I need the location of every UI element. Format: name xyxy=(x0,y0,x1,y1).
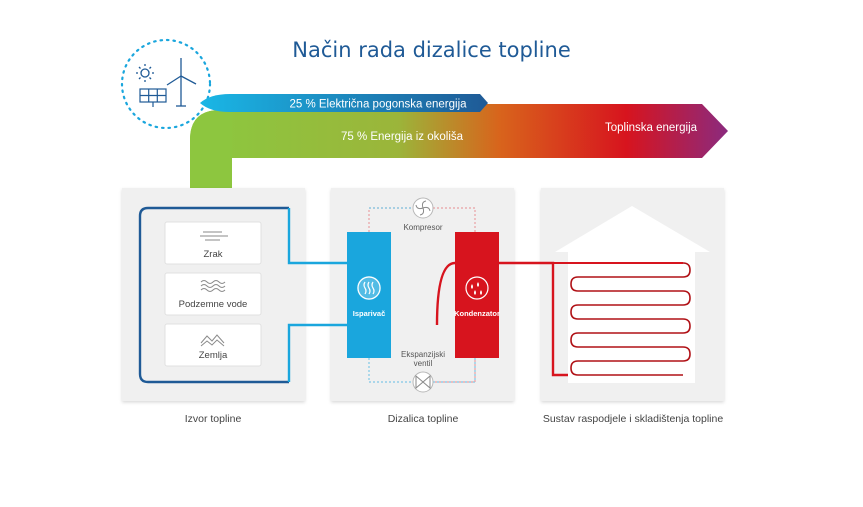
wind-turbine-icon xyxy=(166,58,197,107)
valve-label-line2: ventil xyxy=(414,359,433,368)
distribution-panel-caption: Sustav raspodjele i skladištenja topline xyxy=(543,413,724,425)
electric-energy-arrow xyxy=(200,94,488,112)
source-card-groundwater: Podzemne vode xyxy=(164,272,262,316)
page-title: Način rada dizalice topline xyxy=(292,38,571,62)
heating-coil xyxy=(499,262,691,376)
compressor xyxy=(412,197,434,219)
heat-energy-label: Toplinska energija xyxy=(605,122,698,134)
condenser-label: Kondenzator xyxy=(454,309,500,318)
source-panel-caption: Izvor topline xyxy=(185,413,242,425)
svg-text:Podzemne vode: Podzemne vode xyxy=(179,299,248,310)
svg-text:Zrak: Zrak xyxy=(204,249,223,260)
environment-energy-label: 75 % Energija iz okoliša xyxy=(341,131,464,143)
water-waves-icon xyxy=(200,280,226,292)
pipe-from-evaporator xyxy=(287,323,347,382)
evaporation-icon xyxy=(363,281,375,295)
heat-energy-arrow xyxy=(220,104,728,158)
condensation-icon xyxy=(471,282,482,295)
evaporator: Isparivač xyxy=(347,232,391,358)
svg-text:Zemlja: Zemlja xyxy=(199,350,228,361)
condenser: Kondenzator xyxy=(454,232,500,358)
valve-label-line1: Ekspanzijski xyxy=(401,350,445,359)
evaporator-label: Isparivač xyxy=(353,309,386,318)
valve-icon xyxy=(415,374,431,390)
source-card-ground: Zemlja xyxy=(164,323,262,367)
source-loop xyxy=(138,206,289,384)
pipe-to-evaporator xyxy=(287,208,347,265)
expansion-valve xyxy=(412,371,434,393)
wind-icon xyxy=(200,231,228,241)
heat-pump-panel-caption: Dizalica topline xyxy=(388,413,459,425)
renewable-source-badge xyxy=(120,38,212,130)
pipe-condenser-in xyxy=(435,261,456,326)
electric-energy-label: 25 % Električna pogonska energija xyxy=(289,99,467,111)
solar-panel-icon xyxy=(139,88,167,107)
compressor-label: Kompresor xyxy=(403,223,442,232)
fan-icon xyxy=(415,200,431,216)
sun-icon xyxy=(136,64,154,82)
ground-icon xyxy=(200,334,225,347)
source-card-air: Zrak xyxy=(164,221,262,265)
